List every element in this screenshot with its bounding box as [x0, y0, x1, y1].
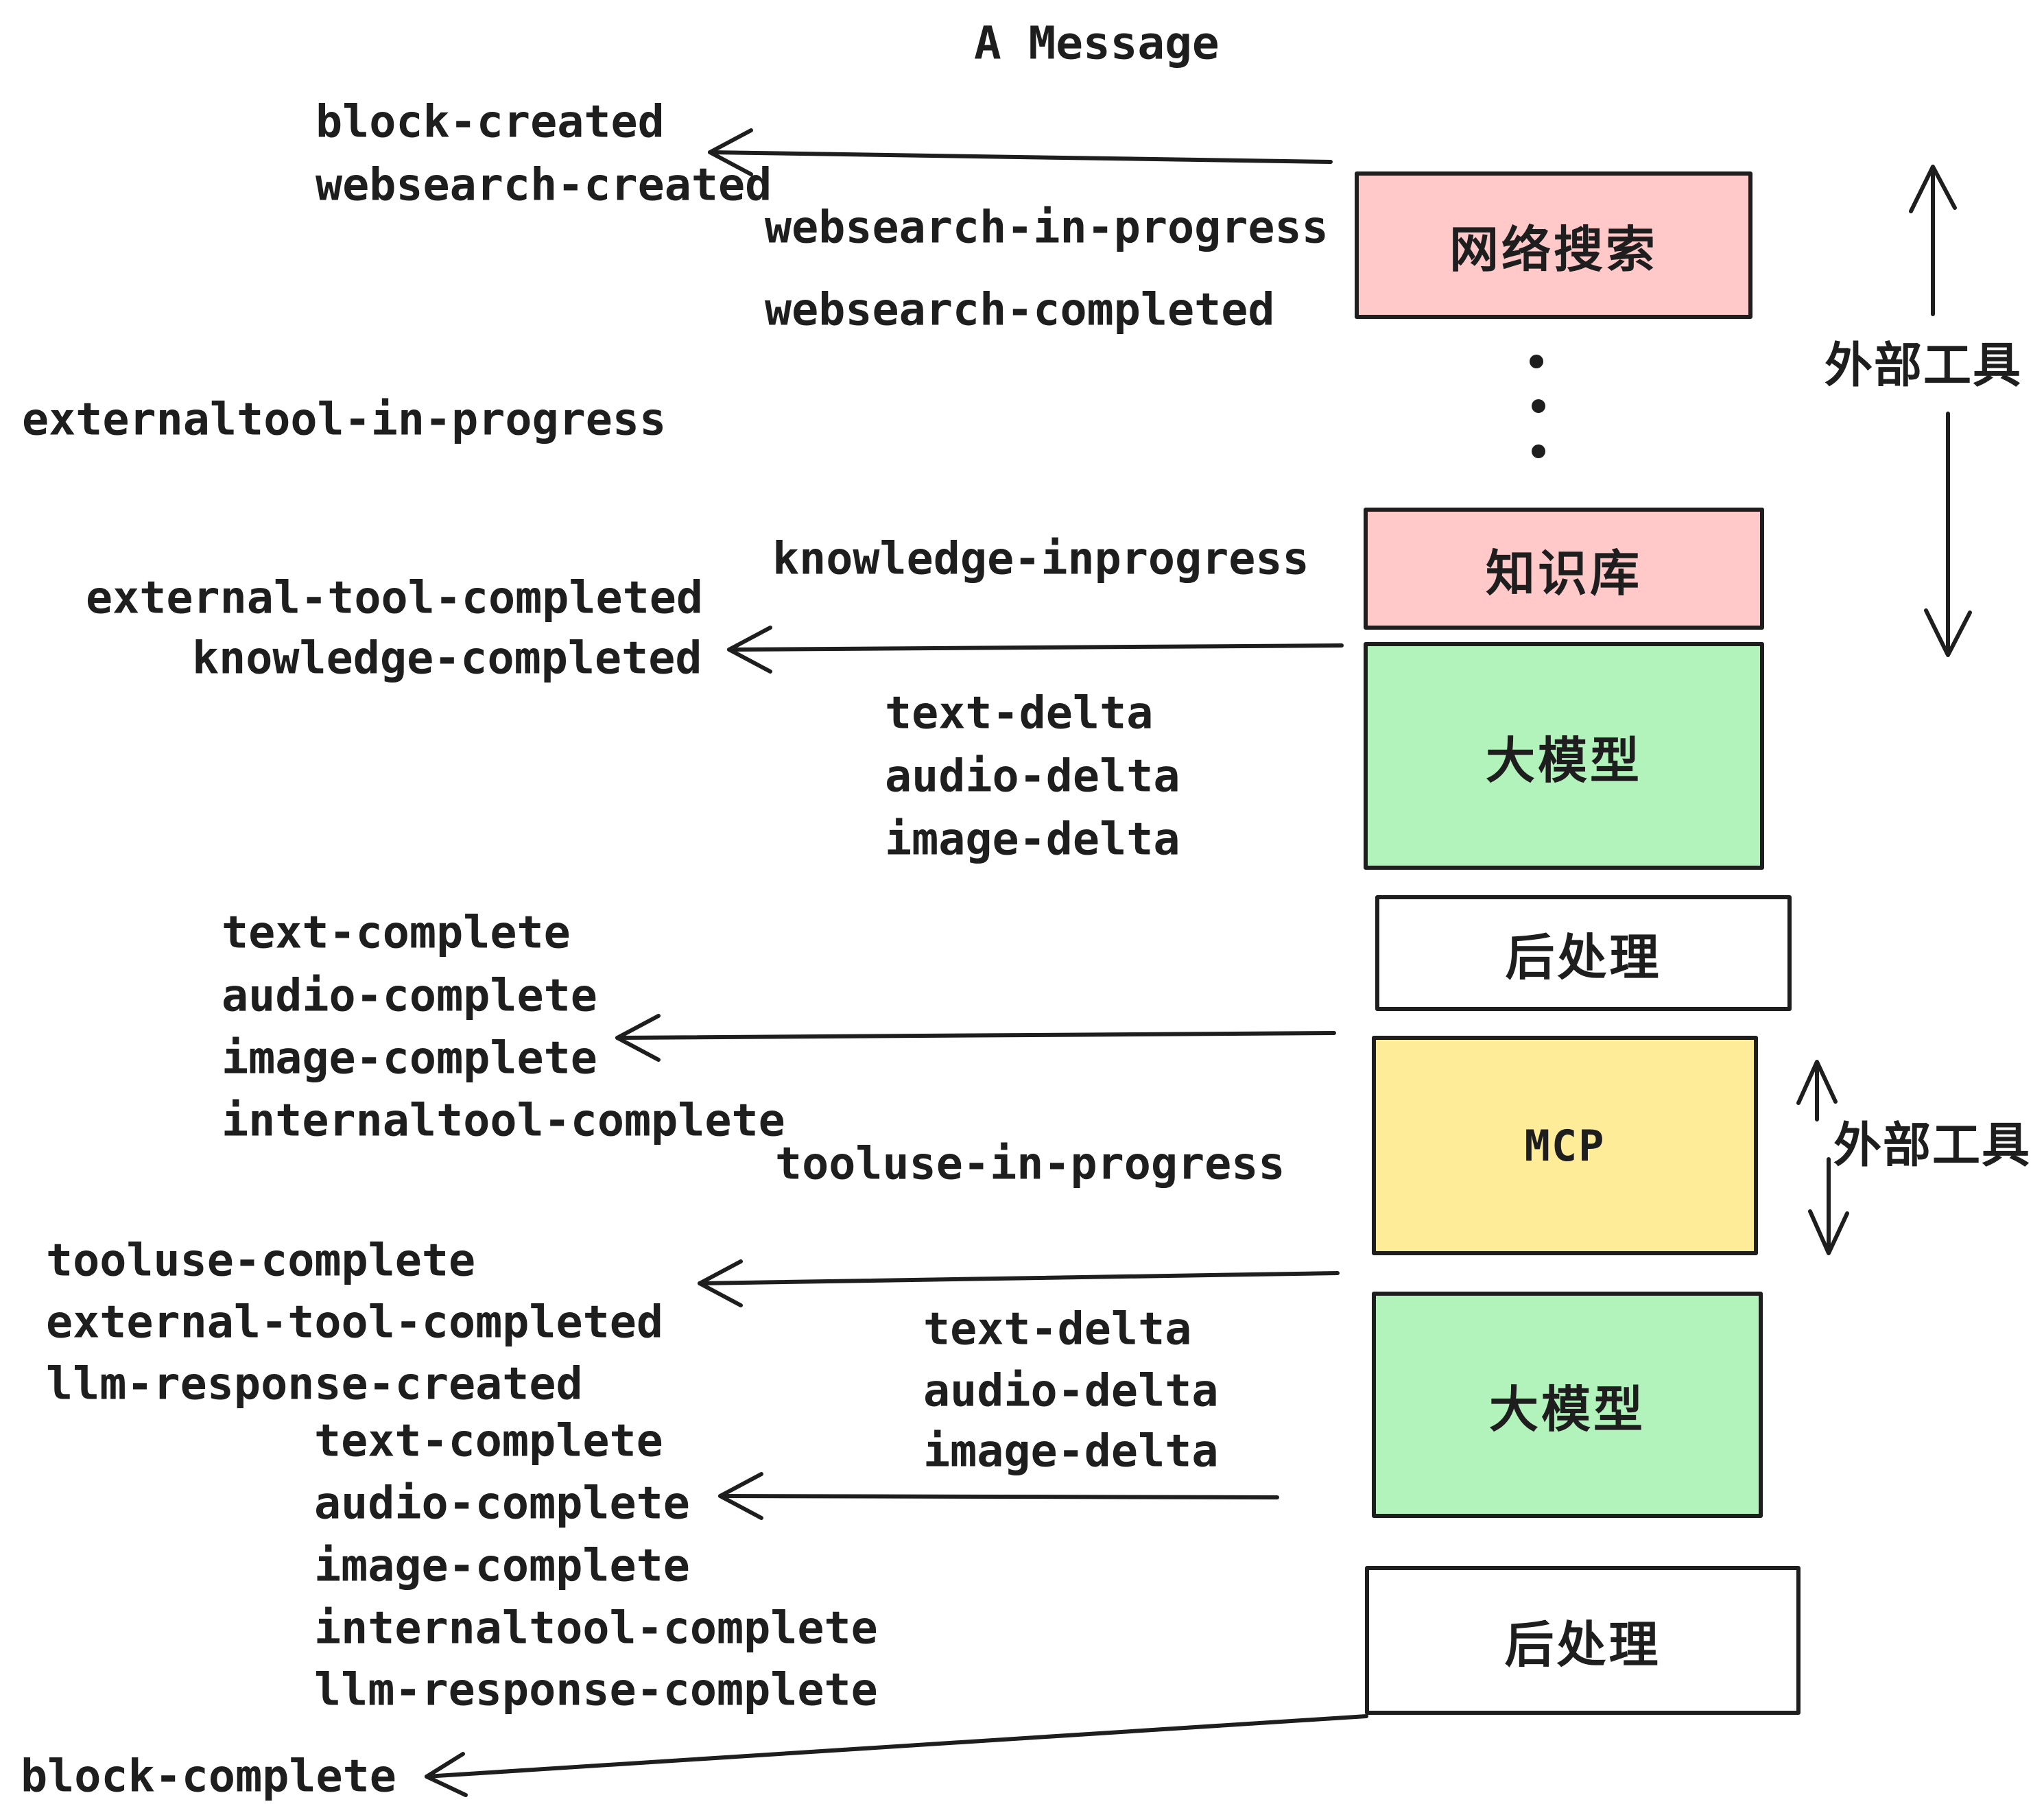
- box-mcp: MCP: [1372, 1036, 1758, 1255]
- arrow-block-created: [708, 128, 1333, 176]
- box-knowledge-label: 知识库: [1485, 546, 1642, 602]
- box-postprocess-1-label: 后处理: [1505, 931, 1662, 986]
- box-websearch-label: 网络搜索: [1449, 223, 1658, 278]
- event-image-delta-2: image-delta: [923, 1425, 1219, 1477]
- event-internaltool-complete-1: internaltool-complete: [222, 1095, 785, 1147]
- event-audio-complete-2: audio-complete: [314, 1477, 690, 1530]
- external-tools-label-1: 外部工具: [1825, 338, 2022, 392]
- box-llm-1: 大模型: [1364, 642, 1764, 870]
- event-text-delta-2: text-delta: [923, 1303, 1192, 1355]
- event-image-complete-1: image-complete: [222, 1032, 597, 1084]
- event-llm-response-created: llm-response-created: [46, 1358, 583, 1410]
- box-websearch: 网络搜索: [1355, 171, 1752, 319]
- event-audio-complete-1: audio-complete: [222, 970, 597, 1022]
- event-externaltool-in-progress: externaltool-in-progress: [22, 394, 667, 446]
- event-audio-delta-2: audio-delta: [923, 1365, 1219, 1417]
- box-llm-2: 大模型: [1372, 1292, 1763, 1518]
- arrow-knowledge-completed: [727, 626, 1344, 674]
- box-postprocess-1: 后处理: [1375, 895, 1792, 1011]
- event-websearch-in-progress: websearch-in-progress: [765, 202, 1329, 254]
- event-tooluse-in-progress: tooluse-in-progress: [775, 1138, 1285, 1190]
- event-external-tool-completed-1: external-tool-completed: [86, 572, 704, 624]
- event-websearch-created: websearch-created: [316, 159, 772, 211]
- box-postprocess-2-label: 后处理: [1504, 1618, 1661, 1673]
- box-llm-2-label: 大模型: [1488, 1382, 1645, 1438]
- event-knowledge-inprogress: knowledge-inprogress: [772, 533, 1309, 585]
- event-websearch-completed: websearch-completed: [765, 284, 1275, 336]
- box-llm-1-label: 大模型: [1485, 733, 1642, 789]
- event-block-complete: block-complete: [21, 1750, 396, 1803]
- arrow-audio-complete: [718, 1472, 1279, 1520]
- arrow-block-complete: [425, 1714, 1368, 1797]
- event-external-tool-completed-2: external-tool-completed: [46, 1296, 664, 1349]
- external-tools-label-2: 外部工具: [1833, 1118, 2031, 1172]
- event-image-delta-1: image-delta: [885, 814, 1180, 866]
- arrow-external-tools2-down: [1808, 1157, 1849, 1255]
- event-text-complete-1: text-complete: [222, 907, 571, 959]
- event-knowledge-completed: knowledge-completed: [192, 632, 702, 685]
- arrow-external-tools2-up: [1796, 1060, 1838, 1121]
- diagram-title: A Message: [974, 16, 1220, 70]
- box-postprocess-2: 后处理: [1365, 1566, 1801, 1715]
- arrow-external-tools-down: [1924, 412, 1972, 657]
- arrow-image-complete: [615, 1014, 1336, 1062]
- box-mcp-label: MCP: [1524, 1120, 1606, 1171]
- event-llm-response-complete: llm-response-complete: [314, 1664, 878, 1716]
- event-text-complete-2: text-complete: [314, 1415, 663, 1467]
- event-text-delta-1: text-delta: [885, 687, 1154, 739]
- box-knowledge: 知识库: [1364, 508, 1764, 630]
- event-internaltool-complete-2: internaltool-complete: [314, 1602, 878, 1654]
- event-audio-delta-1: audio-delta: [885, 750, 1180, 803]
- event-block-created: block-created: [316, 96, 665, 148]
- event-image-complete-2: image-complete: [314, 1540, 690, 1592]
- arrow-tooluse-complete: [698, 1259, 1340, 1307]
- event-tooluse-complete: tooluse-complete: [46, 1235, 476, 1287]
- arrow-external-tools-up: [1909, 165, 1957, 316]
- ellipsis-dots: [1530, 355, 1545, 458]
